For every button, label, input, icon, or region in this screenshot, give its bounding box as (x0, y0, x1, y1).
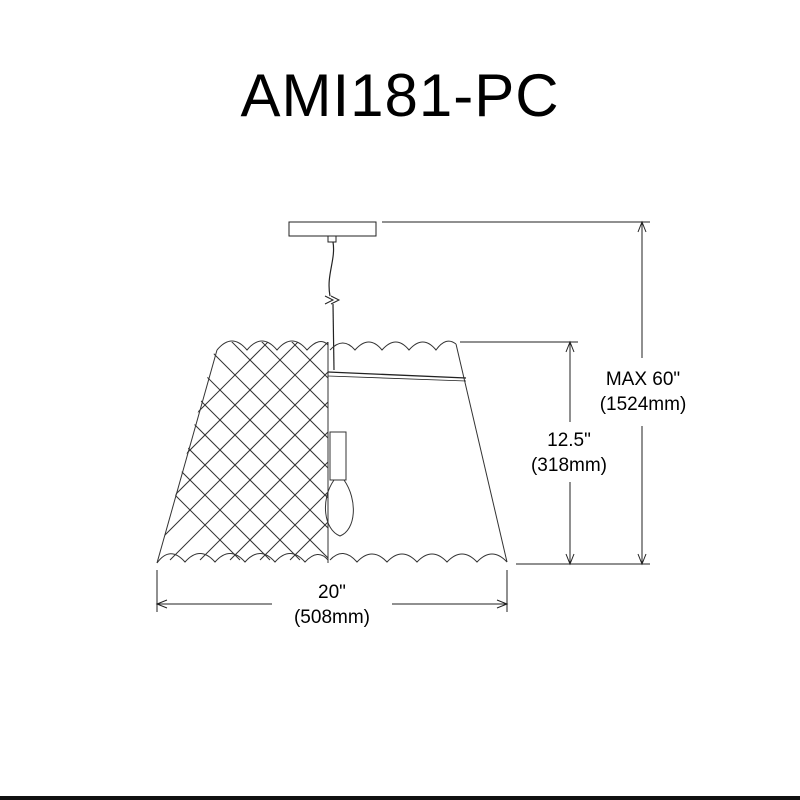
overall-height-imperial: MAX 60" (605, 369, 681, 390)
bottom-border (0, 796, 800, 800)
canopy-loop (327, 235, 337, 243)
lamp-socket (329, 431, 347, 481)
shade-height-dimension (460, 340, 578, 566)
light-bulb (324, 479, 354, 537)
width-dimension (155, 570, 509, 612)
suspension-cord (328, 241, 335, 297)
cord-break-mark (324, 295, 341, 305)
overall-height-dimension (382, 220, 650, 566)
shade-solid-half (327, 340, 508, 563)
overall-height-label: MAX 60" (1524mm) (584, 367, 702, 417)
shade-height-metric: (318mm) (530, 455, 607, 476)
shade-height-imperial: 12.5" (547, 430, 591, 451)
width-label: 20" (508mm) (272, 580, 392, 630)
width-metric: (508mm) (293, 607, 370, 628)
overall-height-metric: (1524mm) (599, 394, 687, 415)
shade-lattice-half (156, 340, 329, 564)
ceiling-canopy (288, 221, 377, 237)
width-imperial: 20" (318, 582, 346, 603)
cord-rod (332, 303, 335, 371)
shade-height-label: 12.5" (318mm) (510, 428, 628, 478)
product-code-title: AMI181-PC (240, 62, 560, 129)
